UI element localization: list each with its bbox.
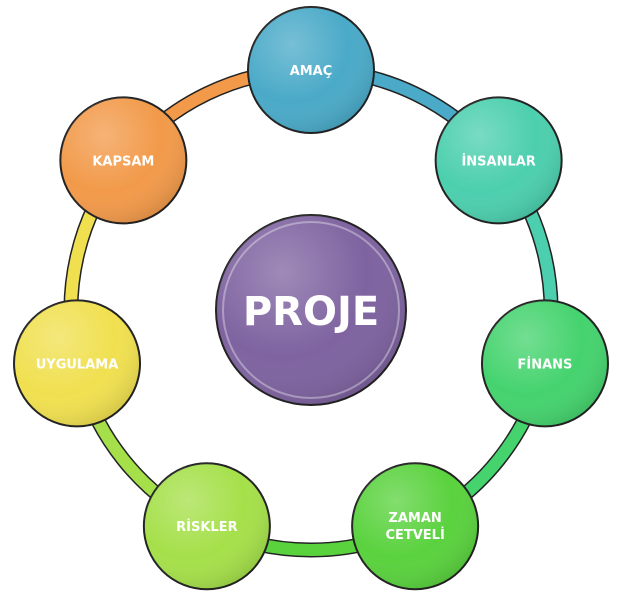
node-7: KAPSAM (59, 96, 188, 225)
node-3: FİNANS (480, 299, 609, 428)
node-label: RİSKLER (176, 519, 237, 535)
node-label: AMAÇ (290, 64, 333, 79)
center-label: PROJE (243, 289, 379, 335)
node-shine (60, 97, 187, 224)
node-shine (14, 300, 141, 427)
node-shine (481, 300, 608, 427)
node-shine (435, 97, 562, 224)
node-6: UYGULAMA (13, 299, 142, 428)
node-label: UYGULAMA (36, 357, 119, 372)
node-shine (352, 463, 479, 590)
node-5: RİSKLER (142, 462, 271, 591)
node-1: AMAÇ (247, 6, 375, 134)
node-shine (143, 463, 270, 590)
center-node: PROJE (215, 214, 407, 406)
node-label: İNSANLAR (461, 153, 535, 169)
node-shine (248, 7, 374, 133)
node-label: FİNANS (518, 356, 573, 372)
node-2: İNSANLAR (434, 96, 563, 225)
node-label: KAPSAM (92, 154, 154, 169)
